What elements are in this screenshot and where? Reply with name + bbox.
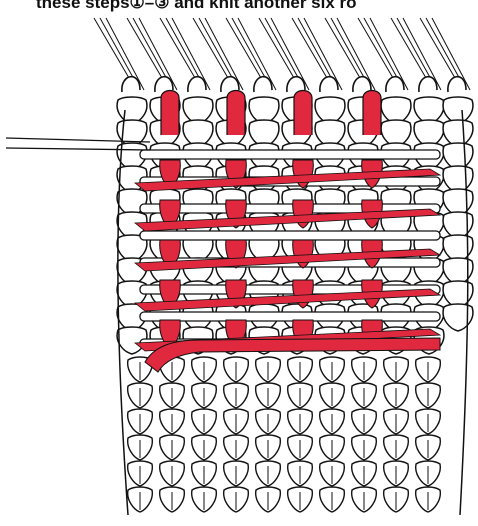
white-float-bar bbox=[140, 312, 440, 321]
needle-loop bbox=[320, 77, 338, 92]
needle-loop bbox=[287, 77, 305, 92]
needle-loop bbox=[188, 77, 206, 92]
needle-loop bbox=[419, 77, 437, 92]
needle-loop bbox=[254, 77, 272, 92]
red-top-loop bbox=[161, 91, 179, 136]
white-stitch bbox=[443, 304, 473, 331]
needle-loop bbox=[448, 77, 466, 92]
needle-loop bbox=[353, 77, 371, 92]
red-top-loop bbox=[227, 91, 245, 136]
red-top-loop bbox=[363, 91, 381, 136]
white-float-bar bbox=[140, 231, 440, 240]
needle-loop bbox=[155, 77, 173, 92]
needle-loop bbox=[221, 77, 239, 92]
needle-loop bbox=[122, 77, 140, 92]
knitting-needles bbox=[94, 18, 470, 92]
white-float-bar bbox=[140, 150, 440, 159]
red-top-loop bbox=[294, 91, 312, 136]
needle-loop bbox=[386, 77, 404, 92]
